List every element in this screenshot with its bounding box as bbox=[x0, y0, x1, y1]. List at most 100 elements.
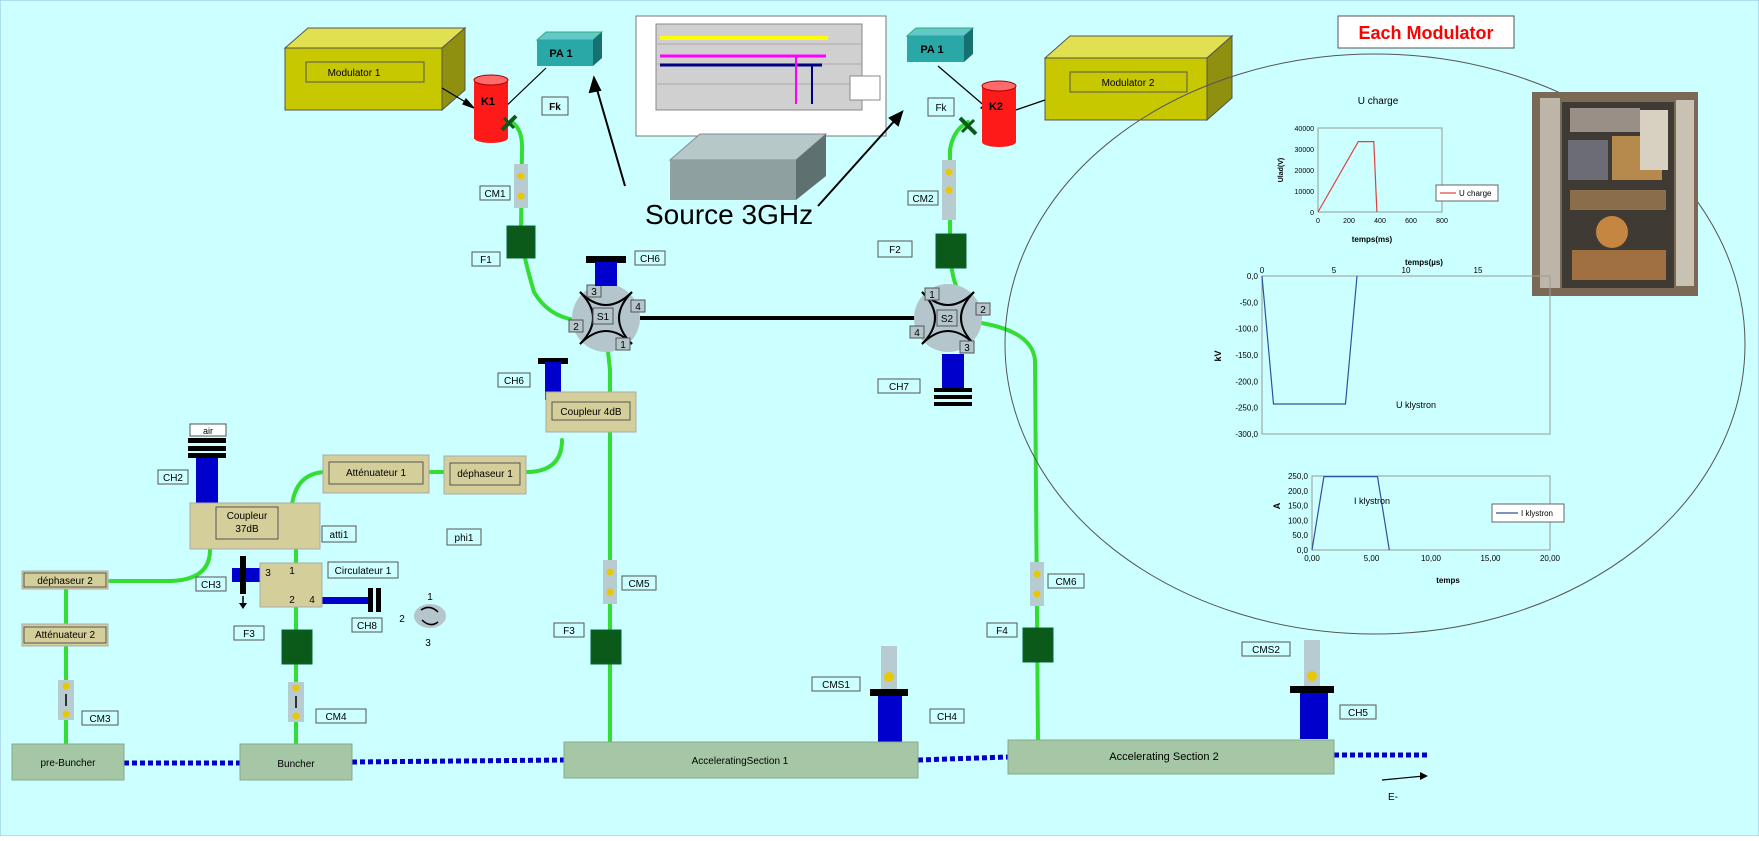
chart3-xlabel: temps bbox=[1436, 576, 1460, 585]
buncher[interactable]: Buncher bbox=[240, 744, 352, 780]
chart3-legend-label: I klystron bbox=[1521, 509, 1553, 518]
klystron-2-bottom bbox=[982, 137, 1016, 147]
chart-y-tick-label: 20000 bbox=[1295, 168, 1315, 175]
chart-y-tick-label: -200,0 bbox=[1235, 377, 1258, 386]
monitor-cm6[interactable] bbox=[1030, 562, 1044, 606]
tag-cm5-text: CM5 bbox=[628, 579, 650, 590]
prebuncher-label: pre-Buncher bbox=[40, 758, 96, 769]
tag-phi1: phi1 bbox=[447, 529, 481, 545]
chart-x-tick-label: 5 bbox=[1332, 266, 1337, 275]
load-ch7-fin-2 bbox=[934, 395, 972, 399]
chart2-annotation: U klystron bbox=[1396, 400, 1436, 410]
chart-y-tick-label: 200,0 bbox=[1288, 487, 1309, 496]
tag-cm6-text: CM6 bbox=[1055, 577, 1077, 588]
circulateur-1[interactable]: 3 1 2 4 bbox=[260, 563, 322, 607]
chart1-title: U charge bbox=[1358, 96, 1399, 107]
tag-cms2: CMS2 bbox=[1242, 642, 1290, 656]
coupleur-37db[interactable]: Coupleur 37dB bbox=[190, 503, 320, 549]
tag-atti1: atti1 bbox=[322, 526, 356, 542]
tag-f4: F4 bbox=[987, 623, 1017, 637]
chart1-xlabel: temps(ms) bbox=[1352, 235, 1393, 244]
tag-cm6: CM6 bbox=[1048, 574, 1084, 588]
tag-cm3: CM3 bbox=[82, 711, 118, 725]
filter-f2[interactable] bbox=[936, 234, 966, 268]
tag-cm5: CM5 bbox=[622, 576, 656, 590]
source-label: Source 3GHz bbox=[645, 199, 813, 230]
monitor-cm4-dot-2 bbox=[293, 713, 300, 720]
prebuncher[interactable]: pre-Buncher bbox=[12, 744, 124, 780]
monitor-cm1-dot-1 bbox=[518, 173, 525, 180]
modulator-1-label: Modulator 1 bbox=[328, 68, 381, 79]
accelerating-section-1[interactable]: AcceleratingSection 1 bbox=[564, 742, 918, 778]
chart-y-tick-label: 100,0 bbox=[1288, 516, 1309, 525]
load-ch7-fin-3 bbox=[934, 402, 972, 406]
load-ch2-air-label: air bbox=[203, 426, 213, 436]
monitor-cm2[interactable] bbox=[942, 160, 956, 220]
modulator-photo bbox=[1532, 92, 1698, 296]
power-amplifier-2[interactable]: PA 1 bbox=[907, 28, 973, 62]
monitor-cm5[interactable] bbox=[603, 560, 617, 604]
circ-port-1: 1 bbox=[289, 566, 295, 577]
pa-2-top bbox=[907, 28, 973, 36]
ch4-monitor-stem bbox=[881, 646, 897, 690]
tag-cms1: CMS1 bbox=[812, 677, 860, 691]
pa-2-label: PA 1 bbox=[920, 44, 943, 56]
circ-port-3: 3 bbox=[265, 568, 271, 579]
circulator-legend-2: 2 bbox=[399, 614, 405, 625]
filter-f3-mid[interactable] bbox=[591, 630, 621, 664]
monitor-cm6-body bbox=[1030, 562, 1044, 606]
chart-y-tick-label: -250,0 bbox=[1235, 404, 1258, 413]
monitor-cm3-dot-2 bbox=[63, 711, 70, 718]
tag-ch5-text: CH5 bbox=[1348, 708, 1368, 719]
attenuateur-2[interactable]: Atténuateur 2 bbox=[22, 624, 108, 646]
tag-ch4: CH4 bbox=[930, 709, 964, 723]
chart-x-tick-label: 0 bbox=[1260, 266, 1265, 275]
chart-x-tick-label: 0 bbox=[1316, 218, 1320, 225]
chart-x-tick-label: 0,00 bbox=[1304, 554, 1320, 563]
load-ch6-top-body bbox=[595, 262, 617, 286]
tag-f2: F2 bbox=[878, 241, 912, 257]
monitor-cm5-dot-1 bbox=[607, 569, 614, 576]
monitor-cm5-body bbox=[603, 560, 617, 604]
chart-y-tick-label: -100,0 bbox=[1235, 325, 1258, 334]
klystron-1-bottom bbox=[474, 133, 508, 143]
photo-component-6 bbox=[1572, 250, 1666, 280]
klystron-2-label: K2 bbox=[989, 101, 1003, 113]
modulator-2[interactable]: Modulator 2 bbox=[1045, 36, 1232, 120]
modulator-2-front bbox=[1045, 58, 1207, 120]
monitor-cm3[interactable] bbox=[58, 680, 74, 720]
s2-port-2: 2 bbox=[980, 305, 986, 316]
filter-f4[interactable] bbox=[1023, 628, 1053, 662]
power-amplifier-1[interactable]: PA 1 bbox=[537, 32, 602, 66]
tag-ch6-mid: CH6 bbox=[498, 373, 530, 387]
attenuateur-1[interactable]: Atténuateur 1 bbox=[323, 455, 429, 493]
coupleur-37db-label-1: Coupleur bbox=[227, 511, 268, 522]
klystron-1-top bbox=[474, 75, 508, 85]
load-ch4-cap bbox=[870, 689, 908, 696]
chart-y-tick-label: 40000 bbox=[1295, 126, 1315, 133]
s2-port-3: 3 bbox=[964, 343, 970, 354]
load-ch2-fin-2 bbox=[188, 446, 226, 451]
monitor-cm4[interactable] bbox=[288, 682, 304, 722]
source-thumbnail-legend bbox=[850, 76, 880, 100]
load-ch2-fin-3 bbox=[188, 453, 226, 458]
coupleur-4db[interactable]: Coupleur 4dB bbox=[546, 392, 636, 432]
dephaseur-1[interactable]: déphaseur 1 bbox=[444, 456, 526, 494]
load-ch5-cap bbox=[1290, 686, 1334, 693]
accelerating-section-2[interactable]: Accelerating Section 2 bbox=[1008, 740, 1334, 774]
filter-f3-left[interactable] bbox=[282, 630, 312, 664]
monitor-cm1[interactable] bbox=[514, 164, 528, 208]
tag-fk2-text: Fk bbox=[935, 103, 947, 114]
s2-port-4: 4 bbox=[914, 328, 920, 339]
modulator-1[interactable]: Modulator 1 bbox=[285, 28, 465, 110]
load-ch5-body bbox=[1300, 693, 1328, 739]
tag-atti1-text: atti1 bbox=[330, 530, 349, 541]
tag-f3-mid: F3 bbox=[554, 623, 584, 637]
chart-x-tick-label: 800 bbox=[1436, 218, 1448, 225]
load-ch7-fin-1 bbox=[934, 388, 972, 392]
filter-f1[interactable] bbox=[507, 226, 535, 258]
s1-port-3: 3 bbox=[591, 287, 597, 298]
dephaseur-2[interactable]: déphaseur 2 bbox=[22, 571, 108, 589]
tag-cm1-text: CM1 bbox=[484, 189, 506, 200]
